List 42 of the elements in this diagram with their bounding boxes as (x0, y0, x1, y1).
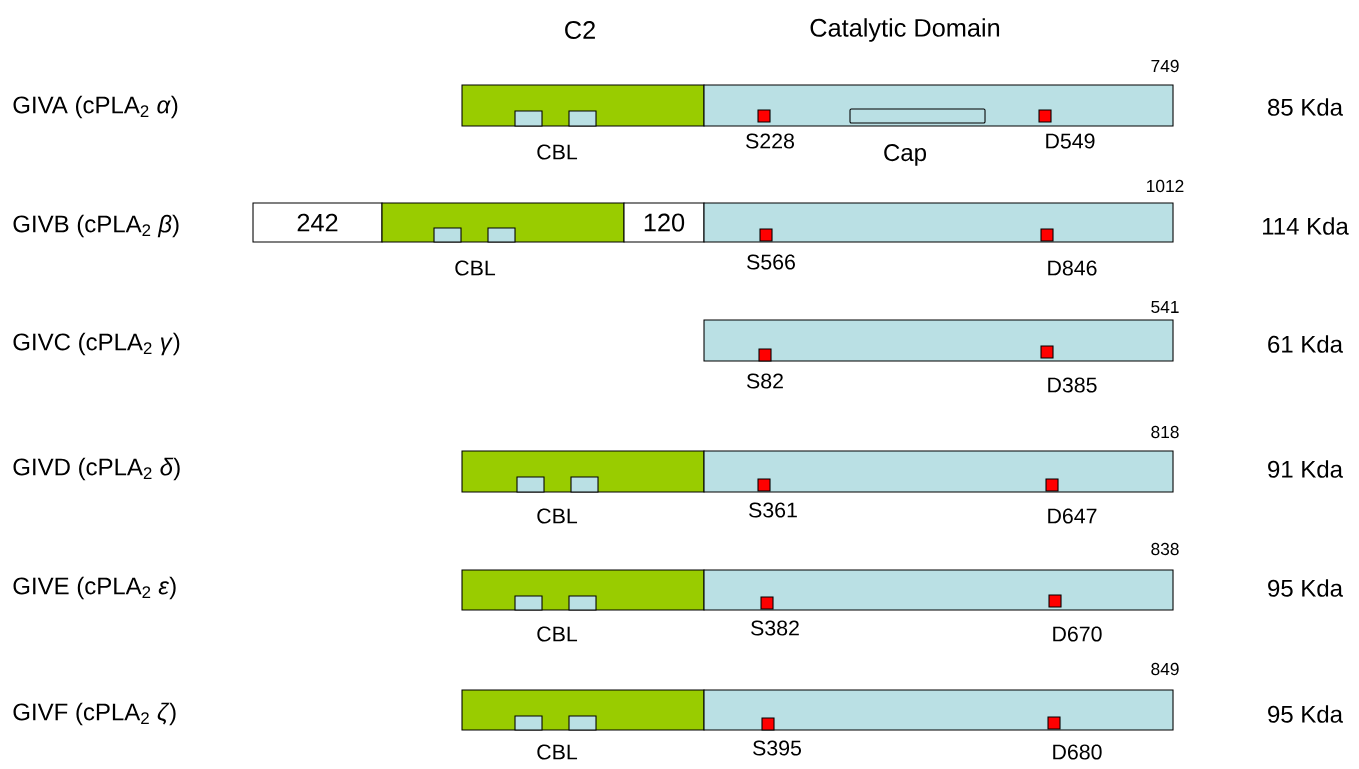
catalytic-domain-bar (703, 202, 1174, 243)
region-label: CBL (537, 144, 578, 160)
protein-name: GIVD (cPLA$_{2}$ δ) (13, 457, 180, 481)
molecular-weight: 95 Kda (1268, 579, 1343, 597)
site-label: D670 (1053, 626, 1102, 642)
region-label: CBL (537, 508, 578, 524)
length-number: 749 (1151, 59, 1179, 73)
region-label: Cap (884, 144, 926, 166)
catalytic-domain-bar (703, 450, 1174, 493)
site-label: S82 (747, 373, 783, 389)
site-label: D549 (1046, 133, 1095, 149)
molecular-weight: 61 Kda (1268, 335, 1343, 353)
domain-box: 242 (252, 202, 383, 243)
molecular-weight: 91 Kda (1268, 460, 1343, 478)
site-label: D647 (1048, 508, 1097, 524)
c2-domain-bar (381, 202, 625, 243)
protein-name: GIVE (cPLA$_{2}$ ε) (13, 576, 176, 600)
domain-heading: Catalytic Domain (810, 18, 1000, 42)
length-number: 849 (1151, 662, 1179, 676)
molecular-weight: 95 Kda (1268, 705, 1343, 723)
protein-name: GIVF (cPLA$_{2}$ ζ) (13, 702, 176, 726)
molecular-weight: 85 Kda (1268, 98, 1343, 116)
domain-box: 120 (623, 202, 705, 243)
catalytic-domain-bar (703, 689, 1174, 731)
molecular-weight: 114 Kda (1263, 217, 1349, 235)
length-number: 541 (1151, 300, 1179, 314)
domain-heading: C2 (565, 21, 595, 39)
length-number: 818 (1151, 425, 1179, 439)
site-label: S228 (746, 133, 794, 149)
c2-domain-bar (461, 450, 705, 493)
protein-name: GIVA (cPLA$_{2}$ α) (13, 95, 178, 119)
protein-name: GIVC (cPLA$_{2}$ γ) (13, 332, 180, 356)
site-label: D846 (1048, 260, 1097, 276)
c2-domain-bar (461, 689, 705, 731)
cap-box (849, 108, 986, 124)
site-label: S566 (747, 254, 795, 270)
c2-domain-bar (461, 569, 705, 611)
length-number: 838 (1151, 542, 1179, 556)
c2-domain-bar (461, 84, 705, 127)
region-label: CBL (537, 626, 578, 642)
catalytic-domain-bar (703, 569, 1174, 611)
catalytic-domain-bar (703, 319, 1174, 362)
